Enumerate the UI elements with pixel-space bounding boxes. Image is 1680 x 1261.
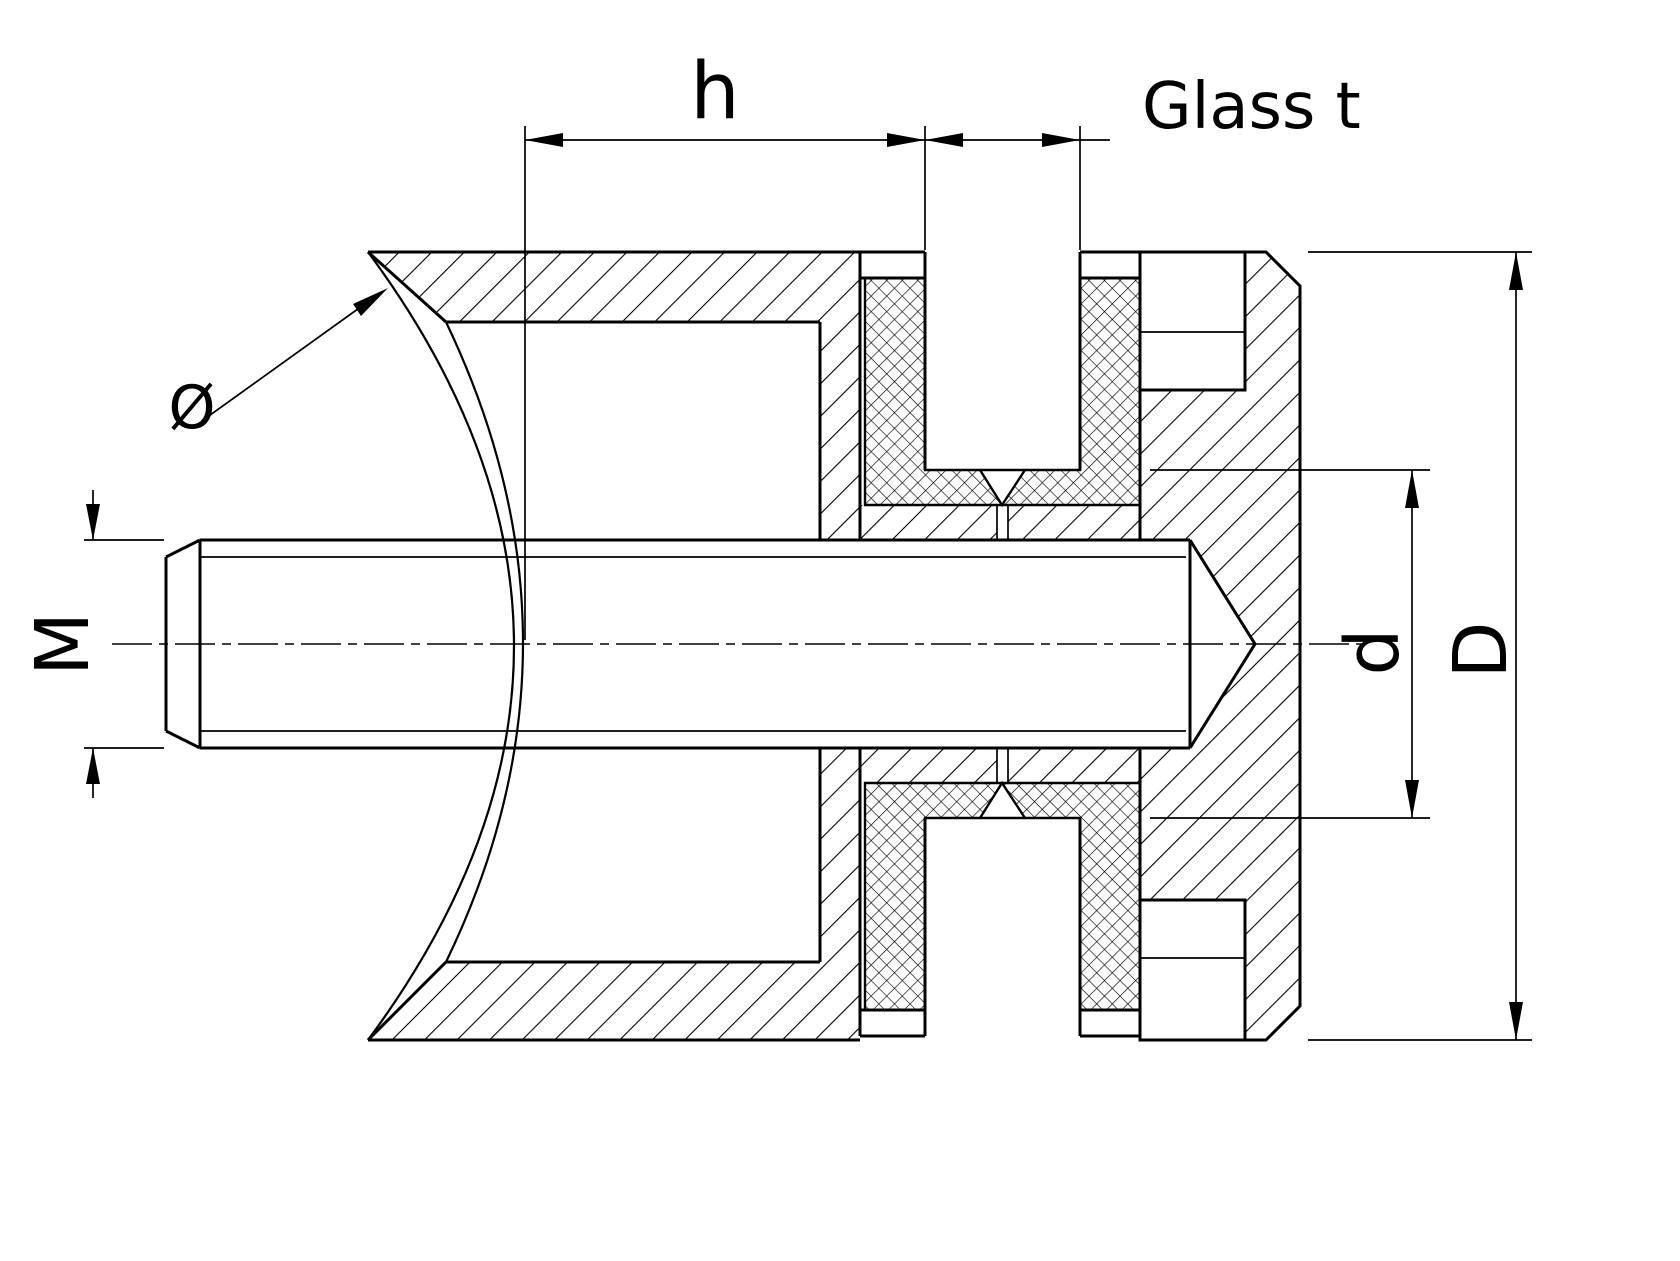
dimension-diameter-leader: Ø: [168, 288, 388, 443]
post-break-arcs: [367, 251, 524, 1041]
dimension-m-arrow-bottom: [86, 748, 100, 784]
rubber-gaskets: [863, 276, 1142, 1012]
dimension-D-arrow-top: [1509, 252, 1523, 290]
dimension-D-lines: [1308, 251, 1532, 1041]
dimension-glass-t-label: Glass t: [1142, 70, 1361, 144]
dimension-h-arrow-right: [887, 133, 925, 147]
dimension-h-label: h: [690, 47, 739, 137]
dimension-h-lines: [524, 126, 926, 640]
upper-arm-band-right-hatch: [1008, 505, 1140, 540]
lower-arm-band-left-hatch: [860, 748, 997, 783]
threaded-stud: [112, 538, 1365, 750]
dimension-d-lines: [1150, 469, 1430, 819]
post-right-wall-lower-hatch: [820, 748, 860, 962]
dimension-m-arrow-top: [86, 504, 100, 540]
dimension-D-arrow-bottom: [1509, 1002, 1523, 1040]
dimension-m: M: [20, 490, 164, 798]
upper-gasket-outline: [863, 276, 1142, 508]
post-right-wall-upper-hatch: [820, 322, 860, 540]
diameter-symbol-label: Ø: [168, 373, 215, 443]
lower-arm-band-right-hatch: [1008, 748, 1140, 783]
clamp-arms: [858, 250, 1140, 1038]
post-section: [366, 250, 860, 1042]
dimension-glass-t-arrow-right: [1042, 133, 1080, 147]
post-top-wall-hatch: [368, 252, 860, 322]
drain-channel-lines: [996, 505, 1009, 783]
upper-arm-band-left-hatch: [860, 505, 997, 540]
dimension-h-arrow-left: [525, 133, 563, 147]
lower-gasket-hatch: [865, 783, 1140, 1010]
dimension-glass-t: Glass t: [925, 70, 1361, 250]
dimension-d: d: [1150, 469, 1430, 819]
dimension-d-arrow-top: [1405, 470, 1419, 508]
plate-notch-inner-lines: [1140, 331, 1245, 959]
stud-thread-root-lines: [200, 556, 1186, 732]
post-outline: [366, 250, 860, 1042]
dimension-h: h: [524, 47, 926, 640]
plate-outline: [1138, 250, 1302, 1042]
diameter-leader-arrow: [353, 288, 388, 316]
upper-gasket-hatch: [865, 278, 1140, 505]
lower-gasket-outline: [863, 780, 1142, 1012]
dimension-D-label: D: [1438, 622, 1524, 679]
dimension-d-label: d: [1330, 629, 1416, 676]
dimension-m-label: M: [20, 612, 106, 676]
dimension-glass-t-arrow-left: [925, 133, 963, 147]
dimension-d-arrow-bottom: [1405, 780, 1419, 818]
plate-hatch: [1140, 252, 1300, 1040]
dimension-D: D: [1308, 251, 1532, 1041]
clamp-body-plate: [1138, 250, 1302, 1042]
dimension-m-lines: [84, 490, 164, 798]
diameter-leader-line: [205, 305, 363, 419]
post-bottom-wall-hatch: [368, 962, 860, 1040]
